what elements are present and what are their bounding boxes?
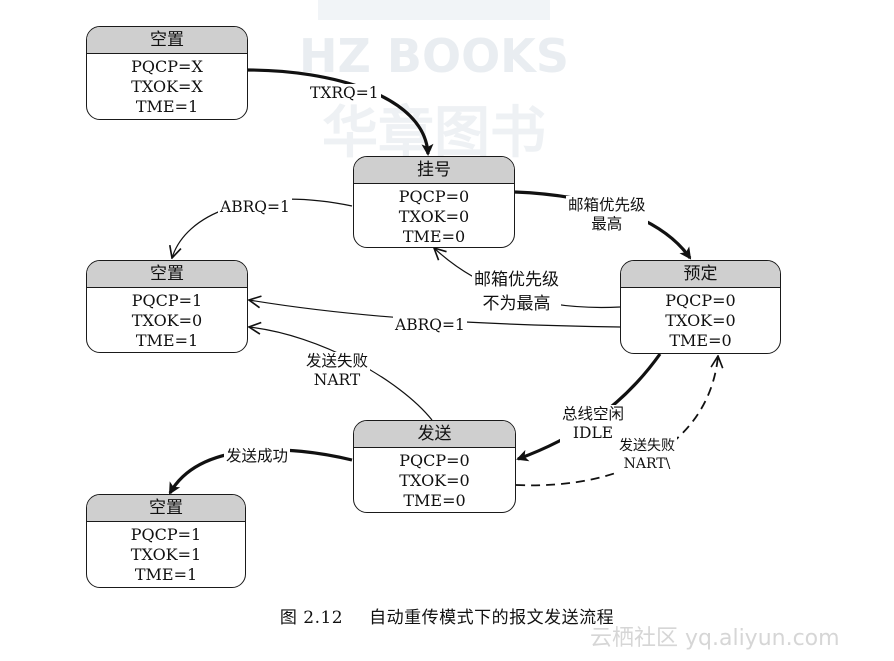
figure-number: 图 2.12 [279, 608, 344, 628]
state-line-tme: TME=1 [135, 97, 199, 116]
label-not-highest-priority-line-2: 不为最高 [472, 292, 561, 316]
label-abrq-mid-text: ABRQ=1 [393, 316, 467, 334]
state-line-txok: TXOK=X [131, 77, 203, 96]
label-highest-priority-line-1: 邮箱优先级 [566, 196, 648, 215]
label-not-highest-priority: 邮箱优先级 不为最高 [472, 268, 561, 316]
state-idle-middle: 空置 PQCP=1 TXOK=0 TME=1 [86, 260, 248, 353]
label-bus-idle-line-1: 总线空闲 [560, 405, 627, 424]
label-send-success: 发送成功 [224, 447, 291, 466]
label-txrq-text: TXRQ=1 [308, 84, 381, 102]
label-bus-idle-line-2: IDLE [560, 424, 627, 443]
state-line-txok: TXOK=0 [131, 311, 203, 330]
label-send-fail-line-2: NART [304, 371, 371, 390]
state-transmit: 发送 PQCP=0 TXOK=0 TME=0 [353, 420, 516, 513]
label-send-fail: 发送失败 NART [304, 352, 371, 390]
state-idle-top: 空置 PQCP=X TXOK=X TME=1 [86, 26, 248, 120]
state-line-pqcp: PQCP=0 [399, 451, 470, 470]
label-send-success-text: 发送成功 [224, 447, 291, 465]
label-abrq-left: ABRQ=1 [218, 198, 292, 217]
state-line-txok: TXOK=0 [398, 207, 470, 226]
watermark-line-2: 华章图书 [322, 101, 546, 166]
state-line-pqcp: PQCP=1 [131, 291, 203, 310]
state-line-tme: TME=0 [669, 331, 732, 350]
label-txrq: TXRQ=1 [308, 84, 381, 103]
state-line-tme: TME=1 [135, 331, 199, 350]
label-send-fail-retry-line-1: 发送失败 [617, 437, 677, 455]
state-title: 空置 [87, 495, 245, 522]
label-send-fail-line-1: 发送失败 [304, 352, 371, 371]
corner-watermark: 云栖社区 yq.aliyun.com [590, 626, 840, 651]
label-abrq-mid: ABRQ=1 [393, 316, 467, 335]
state-title: 预定 [621, 261, 780, 288]
state-line-tme: TME=0 [402, 227, 466, 246]
state-line-txok: TXOK=0 [665, 311, 736, 330]
label-highest-priority: 邮箱优先级 最高 [566, 196, 648, 234]
state-title: 挂号 [354, 157, 514, 184]
state-pending: 挂号 PQCP=0 TXOK=0 TME=0 [353, 156, 515, 248]
label-bus-idle: 总线空闲 IDLE [560, 405, 627, 443]
state-idle-bottom: 空置 PQCP=1 TXOK=1 TME=1 [86, 494, 246, 588]
label-send-fail-retry-line-2: NART\ [617, 455, 677, 473]
label-abrq-left-text: ABRQ=1 [218, 198, 292, 216]
label-not-highest-priority-line-1: 邮箱优先级 [472, 268, 561, 292]
state-line-txok: TXOK=0 [399, 471, 470, 490]
figure-caption-text: 自动重传模式下的报文发送流程 [369, 608, 615, 628]
state-line-pqcp: PQCP=0 [665, 291, 736, 310]
watermark: HZ BOOKS 华章图书 [299, 0, 569, 166]
state-line-pqcp: PQCP=0 [398, 187, 470, 206]
state-title: 空置 [87, 27, 247, 54]
state-title: 空置 [87, 261, 247, 288]
label-highest-priority-line-2: 最高 [566, 215, 648, 234]
state-line-tme: TME=0 [403, 491, 466, 510]
state-title: 发送 [354, 421, 515, 448]
state-line-pqcp: PQCP=1 [130, 525, 202, 544]
figure-caption: 图 2.12 自动重传模式下的报文发送流程 [0, 603, 894, 628]
label-send-fail-retry: 发送失败 NART\ [617, 437, 677, 473]
state-line-tme: TME=1 [134, 565, 198, 584]
state-scheduled: 预定 PQCP=0 TXOK=0 TME=0 [620, 260, 781, 354]
watermark-line-1: HZ BOOKS [299, 29, 569, 83]
state-line-txok: TXOK=1 [130, 545, 202, 564]
state-line-pqcp: PQCP=X [131, 57, 203, 76]
